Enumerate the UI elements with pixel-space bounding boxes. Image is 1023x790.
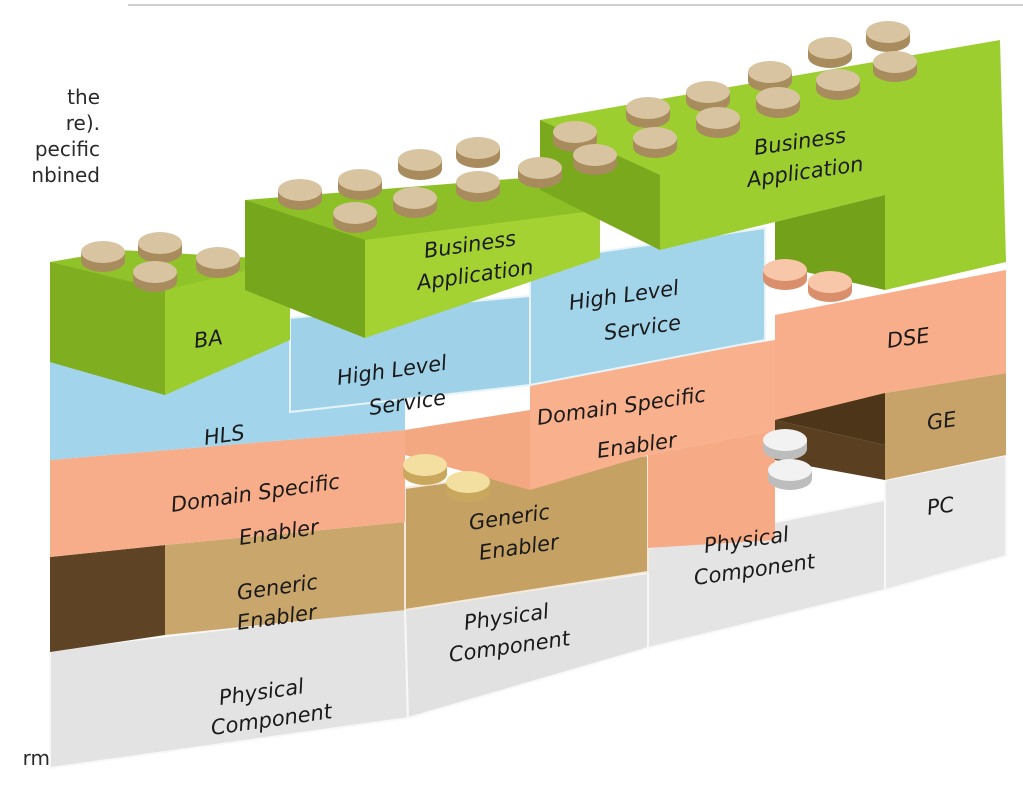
lego-studs: [81, 21, 917, 502]
lego-stud: [866, 21, 910, 52]
lego-stud: [763, 259, 807, 290]
ba-right-front: [540, 120, 660, 250]
ge-right-block: [885, 373, 1006, 480]
lego-stud: [748, 61, 792, 92]
dse-left-block: [50, 430, 405, 557]
lego-stud: [133, 261, 177, 292]
ba-left-front: [50, 262, 165, 395]
ba-left-label: BA: [192, 325, 224, 353]
ge-left-block: [165, 522, 405, 635]
frame-top-border: [128, 4, 1023, 6]
dse-right-label: DSE: [885, 323, 931, 353]
pc-right-label: PC: [925, 492, 956, 520]
domain-specific-enabler-row: [50, 270, 1006, 557]
lego-stud: [196, 247, 240, 278]
lego-stud: [333, 202, 377, 233]
lego-stud: [763, 429, 807, 460]
ge-left-dark-side: [50, 545, 165, 652]
physical-component-row: [49, 453, 1007, 770]
lego-stud: [768, 459, 812, 490]
lego-stud: [456, 171, 500, 202]
dse-gap-side: [405, 410, 530, 490]
lego-stud: [573, 144, 617, 175]
generic-enabler-row: [50, 373, 1006, 652]
lego-stud: [338, 169, 382, 200]
lego-stud: [398, 149, 442, 180]
lego-stud: [81, 241, 125, 272]
lego-stud: [808, 271, 852, 302]
ge-right-label: GE: [925, 407, 958, 435]
dse-mid-lower: [648, 430, 775, 548]
dse-mid-block: [530, 340, 775, 490]
lego-stud: [816, 69, 860, 100]
lego-stud: [808, 37, 852, 68]
clipped-side-text-bottom: rm: [22, 746, 50, 770]
lego-stud: [138, 232, 182, 263]
lego-stud: [446, 471, 490, 502]
ba-mid-front: [245, 200, 365, 338]
dse-right-block: [775, 270, 1006, 420]
lego-stud: [393, 187, 437, 218]
lego-stud: [456, 137, 500, 168]
pc-right-block: [884, 453, 1007, 592]
lego-stud: [626, 97, 670, 128]
lego-stud: [403, 454, 447, 485]
lego-stud: [696, 107, 740, 138]
lego-stud: [686, 81, 730, 112]
clipped-side-text: the re). pecific nbined: [31, 85, 100, 187]
lego-stud: [278, 179, 322, 210]
lego-stud: [873, 51, 917, 82]
lego-stud: [633, 127, 677, 158]
lego-stud: [756, 87, 800, 118]
lego-stud: [518, 157, 562, 188]
ba-mid-side: [365, 210, 600, 338]
hls-left-label: HLS: [202, 421, 246, 450]
